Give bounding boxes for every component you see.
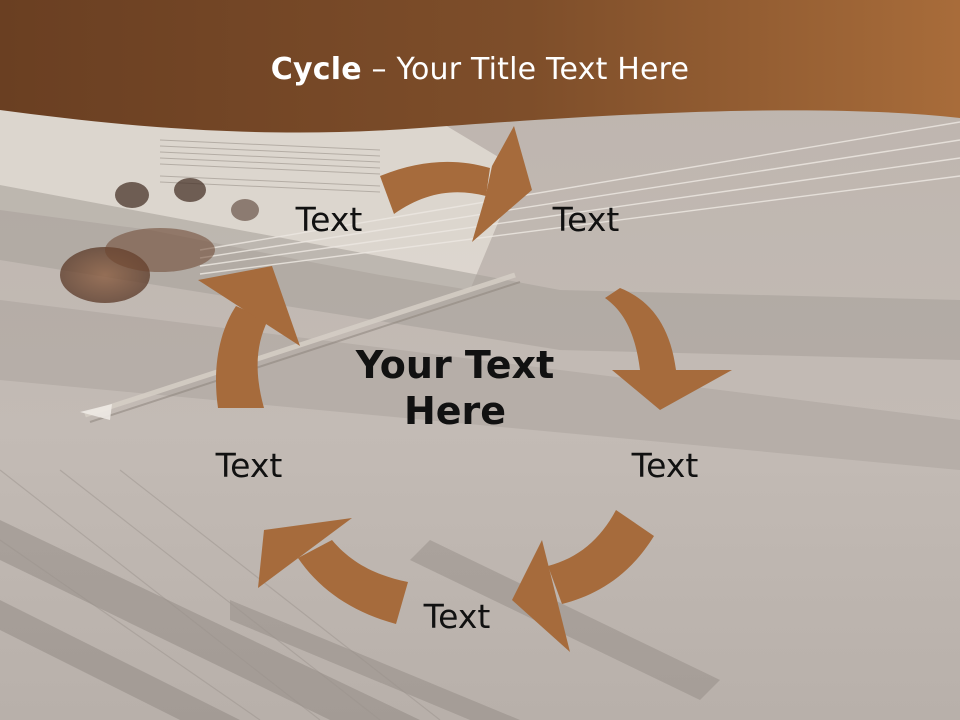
title-rest: – Your Title Text Here (361, 52, 690, 87)
center-text: Your Text Here (356, 342, 554, 434)
cycle-label-2: Text (552, 200, 620, 239)
center-text-line-1: Your Text (355, 343, 555, 387)
cycle-label-4: Text (423, 597, 491, 636)
slide-title: Cycle – Your Title Text Here (0, 52, 960, 87)
cycle-arrow-top (380, 161, 490, 214)
cycle-label-3: Text (631, 446, 699, 485)
cycle-label-5: Text (215, 446, 283, 485)
cycle-arrow-bottom-right (548, 510, 654, 604)
center-text-line-2: Here (403, 389, 507, 433)
cycle-arrow-bottom-left (298, 540, 408, 624)
title-bold: Cycle (270, 52, 362, 87)
cycle-label-1: Text (295, 200, 363, 239)
cycle-arrow-left (216, 306, 268, 408)
cycle-arrow-right (605, 288, 676, 370)
